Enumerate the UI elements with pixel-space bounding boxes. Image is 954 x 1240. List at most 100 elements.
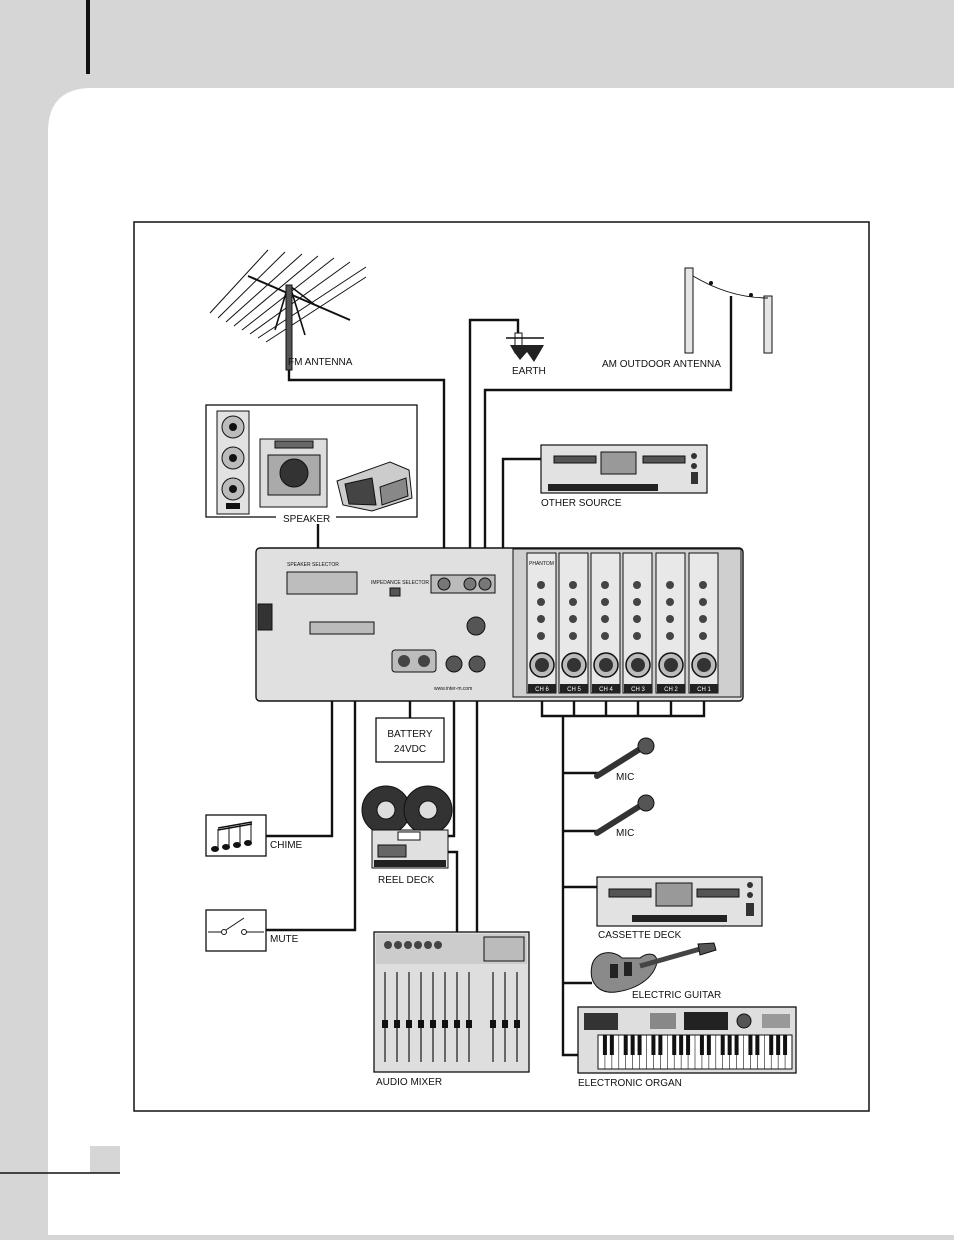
audio-mixer: AUDIO MIXER [374,932,529,1088]
mute-switch-contact [222,930,227,935]
phantom-label: PHANTOM [529,561,554,567]
speaker-selector-label: SPEAKER SELECTOR [287,562,339,568]
ceiling-speaker-cone [280,459,308,487]
bass-knob[interactable] [699,615,707,623]
gain-knob[interactable] [601,581,609,589]
gain-knob[interactable] [666,581,674,589]
organ-button-grid [762,1014,790,1028]
organ-black-key [707,1035,711,1055]
mixer-fader-cap[interactable] [442,1020,448,1028]
chime-mute-terminal [310,622,374,634]
organ-black-key [776,1035,780,1055]
treble-knob[interactable] [537,598,545,606]
gain-knob[interactable] [633,581,641,589]
organ-button-grid [650,1013,676,1029]
treble-knob[interactable] [633,598,641,606]
reel-right-hub [419,801,437,819]
chime-note-head [233,842,241,848]
cassette-deck-power [746,903,754,916]
level-knob[interactable] [666,632,674,640]
am-antenna-jack[interactable] [479,578,491,590]
treble-knob[interactable] [699,598,707,606]
impedance-selector-switch[interactable] [390,588,400,596]
level-knob[interactable] [601,632,609,640]
organ-black-key [783,1035,787,1055]
other-source-tape-door [554,456,596,463]
level-knob[interactable] [699,632,707,640]
organ-black-key [755,1035,759,1055]
other-source-display [601,452,636,474]
ceiling-speaker-bracket [275,441,313,448]
organ-black-key [638,1035,642,1055]
mixer-fader-cap[interactable] [490,1020,496,1028]
channel-label: CH 4 [599,687,613,693]
treble-knob[interactable] [601,598,609,606]
mixer-fader-cap[interactable] [466,1020,472,1028]
treble-knob[interactable] [569,598,577,606]
gain-knob[interactable] [537,581,545,589]
bass-knob[interactable] [569,615,577,623]
amplifier-rear-panel: SPEAKER SELECTOR IMPEDANCE SELECTOR www.… [256,548,743,701]
organ-screen [684,1012,728,1030]
mixer-jack [414,941,422,949]
channel-label: CH 6 [535,687,549,693]
channel-label: CH 2 [664,687,678,693]
mixer-fader-cap[interactable] [454,1020,460,1028]
am-antenna-insulator [749,293,753,297]
mixer-jack [384,941,392,949]
organ-black-key [735,1035,739,1055]
level-knob[interactable] [537,632,545,640]
mixer-fader-cap[interactable] [418,1020,424,1028]
line-in-jack[interactable] [467,617,485,635]
level-knob[interactable] [569,632,577,640]
mic-label: MIC [616,828,634,839]
am-antenna-pole-left [685,268,693,353]
level-knob[interactable] [633,632,641,640]
main-in-jack[interactable] [469,656,485,672]
xlr-input-socket [697,658,711,672]
treble-knob[interactable] [666,598,674,606]
page-number-tab [90,1146,120,1173]
gain-knob[interactable] [569,581,577,589]
mixer-jack [434,941,442,949]
earth-jack[interactable] [464,578,476,590]
mute-box [206,910,266,951]
organ-black-key [700,1035,704,1055]
bass-knob[interactable] [537,615,545,623]
fm-antenna-jack[interactable] [438,578,450,590]
preamp-out-jack[interactable] [446,656,462,672]
chime-label: CHIME [270,840,303,851]
speaker-driver-cone [229,454,237,462]
xlr-input-socket [599,658,613,672]
mixer-jack [424,941,432,949]
organ-dial [737,1014,751,1028]
mixer-fader-cap[interactable] [406,1020,412,1028]
xlr-input-socket [567,658,581,672]
channel-label: CH 5 [567,687,581,693]
speaker-label: SPEAKER [283,514,330,525]
am-antenna-pole-right [764,296,772,353]
mixer-master-section [484,937,524,961]
mixer-fader-cap[interactable] [514,1020,520,1028]
xlr-input-socket [664,658,678,672]
other-source-buttons [548,484,658,491]
speaker-driver-cone [229,423,237,431]
mixer-fader-cap[interactable] [430,1020,436,1028]
organ-black-key [686,1035,690,1055]
organ-black-key [748,1035,752,1055]
bass-knob[interactable] [666,615,674,623]
mixer-fader-cap[interactable] [394,1020,400,1028]
bass-knob[interactable] [601,615,609,623]
speaker-terminal-block [287,572,357,594]
mic-label: MIC [616,772,634,783]
bass-knob[interactable] [633,615,641,623]
mixer-fader-cap[interactable] [502,1020,508,1028]
gain-knob[interactable] [699,581,707,589]
cassette-deck-buttons [632,915,727,922]
organ-black-key [651,1035,655,1055]
website-label: www.inter-m.com [434,686,472,692]
reel-deck-head [398,832,420,840]
mixer-fader-cap[interactable] [382,1020,388,1028]
other-source-knob [691,453,697,459]
